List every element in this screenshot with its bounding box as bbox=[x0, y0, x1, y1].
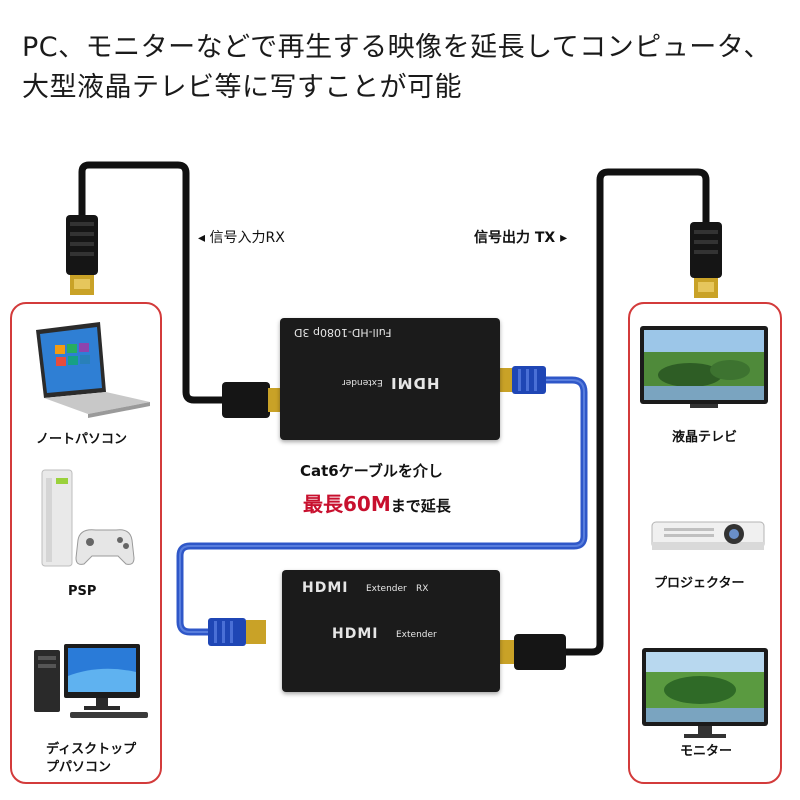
hdmi-plug-tx-input bbox=[222, 382, 282, 418]
rx-tag-text: RX bbox=[416, 584, 428, 594]
source-label-desktop-2: プパソコン bbox=[46, 756, 111, 775]
source-label-psp: PSP bbox=[68, 584, 96, 599]
rj45-plug-tx-output bbox=[500, 366, 546, 394]
hdmi-plug-top-left bbox=[66, 215, 98, 295]
tx-extender-box: Full-HD-1080p 3D HDMI Extender bbox=[280, 318, 500, 440]
source-label-desktop: ディスクトップ bbox=[46, 738, 136, 757]
hdmi-plug-rx-output bbox=[500, 634, 566, 670]
tx-sub-text: Extender bbox=[342, 377, 383, 387]
cable-note-line-1: Cat6ケーブルを介し bbox=[300, 460, 443, 481]
cable-note-line-2: 最長60Mまで延長 bbox=[303, 488, 451, 517]
cable-note-extend: まで延長 bbox=[391, 497, 451, 515]
rx-brand-text: HDMI bbox=[302, 580, 348, 596]
display-label-projector: プロジェクター bbox=[654, 572, 744, 591]
display-label-monitor: モニター bbox=[680, 740, 732, 759]
rx-extender-box: HDMI Extender RX HDMI Extender bbox=[282, 570, 500, 692]
hdmi-plug-top-right bbox=[690, 222, 722, 298]
rx-sub-text-2: Extender bbox=[396, 630, 437, 640]
signal-input-label: ◂ 信号入力RX bbox=[198, 227, 285, 247]
rx-sub-text: Extender bbox=[366, 584, 407, 594]
source-label-laptop: ノートパソコン bbox=[36, 428, 127, 447]
display-label-tv: 液晶テレビ bbox=[672, 426, 737, 445]
desktop-pc-icon bbox=[34, 644, 148, 718]
rj45-plug-rx-input bbox=[208, 618, 266, 646]
rx-brand-text-2: HDMI bbox=[332, 626, 378, 642]
projector-icon bbox=[652, 522, 764, 550]
signal-output-label: 信号出力 TX ▸ bbox=[474, 227, 567, 247]
hdmi-cable-input bbox=[82, 165, 232, 400]
game-console-icon bbox=[42, 470, 134, 566]
laptop-icon bbox=[36, 322, 150, 418]
tv-icon bbox=[640, 326, 768, 408]
tx-brand-text: HDMI bbox=[390, 374, 440, 392]
cable-note-max-length: 最長60M bbox=[303, 492, 391, 516]
monitor-icon bbox=[642, 648, 768, 738]
tx-spec-text: Full-HD-1080p 3D bbox=[294, 326, 391, 339]
